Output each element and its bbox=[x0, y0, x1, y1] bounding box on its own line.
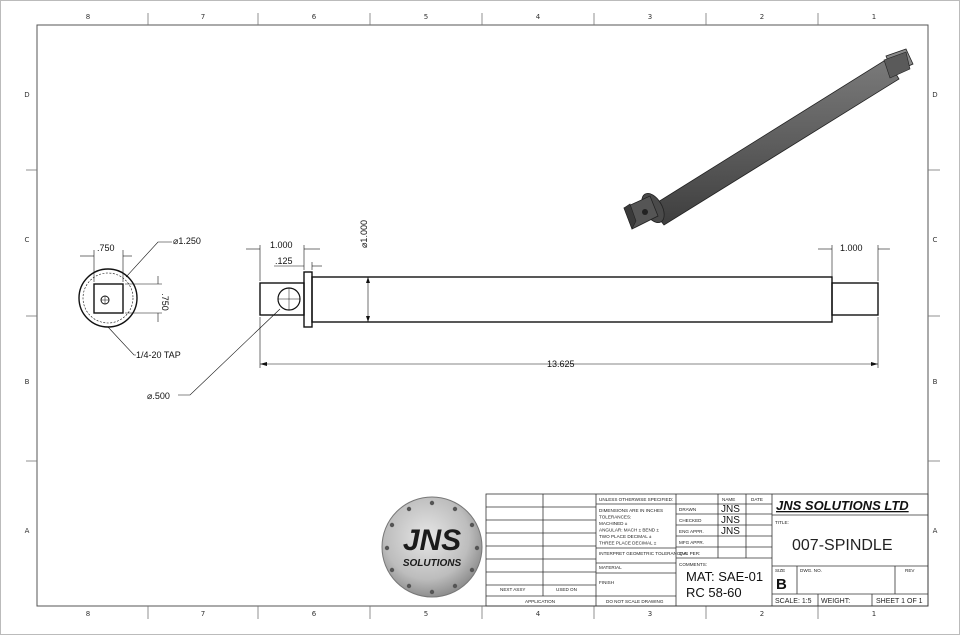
end-view-square bbox=[93, 283, 124, 314]
tb-used-on: USED ON bbox=[556, 587, 577, 592]
tb-weight: WEIGHT: bbox=[821, 598, 850, 605]
zone-labels-left: D C B A bbox=[24, 91, 29, 535]
tb-interpret: INTERPRET GEOMETRIC TOLERANCING PER: bbox=[599, 551, 700, 556]
dim-right-length: 1.000 bbox=[840, 243, 863, 253]
dim-overall-length: 13.625 bbox=[547, 359, 575, 369]
side-shaft bbox=[311, 276, 833, 323]
tb-tolerance-line: ANGULAR: MACH ± BEND ± bbox=[599, 528, 659, 533]
tb-material-label: MATERIAL bbox=[599, 565, 622, 570]
tb-row-role: CHECKED bbox=[679, 518, 702, 523]
zone-col-bottom-4: 4 bbox=[536, 610, 541, 618]
tb-unless-specified: UNLESS OTHERWISE SPECIFIED: bbox=[599, 497, 673, 502]
tb-sheet: SHEET 1 OF 1 bbox=[876, 598, 923, 605]
tb-row-name: JNS bbox=[721, 504, 740, 515]
logo-text-solutions: SOLUTIONS bbox=[403, 558, 462, 569]
title-block bbox=[485, 493, 929, 607]
side-right-square-end bbox=[831, 282, 879, 316]
tb-row-role: COMMENTS: bbox=[679, 562, 707, 567]
zone-col-bottom-6: 6 bbox=[312, 610, 317, 618]
tb-date-header: DATE bbox=[751, 497, 763, 502]
tb-approval-rows: DRAWN JNS CHECKED JNS ENG APPR. JNS MFG APPR. Q… bbox=[679, 504, 740, 567]
zone-col-top-4: 4 bbox=[536, 13, 541, 21]
dim-shaft-diameter: ⌀1.000 bbox=[359, 220, 369, 248]
zone-row-left-A: A bbox=[25, 527, 30, 535]
tb-finish-label: FINISH bbox=[599, 580, 614, 585]
tb-row-role: MFG APPR. bbox=[679, 540, 704, 545]
zone-col-bottom-1: 1 bbox=[872, 610, 876, 618]
zone-col-top-7: 7 bbox=[201, 13, 205, 21]
tb-name-header: NAME bbox=[722, 497, 735, 502]
zone-row-left-B: B bbox=[25, 378, 30, 386]
zone-labels-right: D C B A bbox=[932, 91, 937, 535]
tb-row-role: DRAWN bbox=[679, 507, 696, 512]
tb-title-value: 007-SPINDLE bbox=[792, 537, 893, 554]
zone-row-left-C: C bbox=[25, 236, 30, 244]
tb-rev-label: REV bbox=[905, 568, 915, 573]
zone-ticks bbox=[26, 13, 940, 619]
tb-size-label: SIZE bbox=[775, 568, 785, 573]
dim-end-tap: 1/4-20 TAP bbox=[136, 350, 181, 360]
zone-labels-top: 8 7 6 5 4 3 2 1 bbox=[86, 13, 876, 21]
tb-company: JNS SOLUTIONS LTD bbox=[776, 498, 909, 513]
zone-row-left-D: D bbox=[24, 91, 29, 99]
zone-row-right-D: D bbox=[932, 91, 937, 99]
zone-col-bottom-2: 2 bbox=[760, 610, 764, 618]
dim-end-height: .750 bbox=[160, 293, 170, 311]
zone-row-right-A: A bbox=[933, 527, 938, 535]
tb-tolerance-line: THREE PLACE DECIMAL ± bbox=[599, 541, 657, 546]
zone-col-top-8: 8 bbox=[86, 13, 90, 21]
zone-row-right-C: C bbox=[933, 236, 938, 244]
tb-row-role: Q.A. bbox=[679, 551, 688, 556]
tb-row-name: JNS bbox=[721, 526, 740, 537]
zone-row-right-B: B bbox=[933, 378, 938, 386]
tb-tolerance-lines: DIMENSIONS ARE IN INCHES TOLERANCES:MACHI… bbox=[599, 508, 663, 546]
zone-col-bottom-5: 5 bbox=[424, 610, 428, 618]
end-view-thread-circle bbox=[82, 272, 134, 324]
dim-flange: .125 bbox=[275, 256, 293, 266]
tb-tolerance-line: DIMENSIONS ARE IN INCHES bbox=[599, 508, 663, 513]
zone-col-bottom-3: 3 bbox=[648, 610, 652, 618]
tb-do-not-scale: DO NOT SCALE DRAWING bbox=[606, 599, 664, 604]
dim-hole-diameter: ⌀.500 bbox=[147, 391, 170, 401]
dim-left-length: 1.000 bbox=[270, 240, 293, 250]
tb-hardness-value: RC 58-60 bbox=[686, 585, 742, 600]
tb-next-assy: NEXT ASSY bbox=[500, 587, 525, 592]
side-view bbox=[178, 245, 890, 396]
dim-end-diameter: ⌀1.250 bbox=[173, 236, 201, 246]
zone-col-top-5: 5 bbox=[424, 13, 428, 21]
zone-labels-bottom: 8 7 6 5 4 3 2 1 bbox=[86, 610, 876, 618]
zone-col-top-3: 3 bbox=[648, 13, 652, 21]
tb-tolerance-line: TOLERANCES: bbox=[599, 515, 631, 520]
side-flange bbox=[303, 271, 313, 328]
tb-size-value: B bbox=[776, 576, 787, 593]
company-logo: JNS SOLUTIONS bbox=[381, 496, 483, 598]
tb-row-role: ENG APPR. bbox=[679, 529, 704, 534]
tb-dwg-no-label: DWG. NO. bbox=[800, 568, 822, 573]
zone-col-top-6: 6 bbox=[312, 13, 317, 21]
isometric-view bbox=[623, 48, 914, 230]
tb-tolerance-line: MACHINED ± bbox=[599, 521, 628, 526]
tb-row-name: JNS bbox=[721, 515, 740, 526]
tb-title-label: TITLE: bbox=[775, 520, 789, 525]
zone-col-top-2: 2 bbox=[760, 13, 764, 21]
zone-col-top-1: 1 bbox=[872, 13, 876, 21]
logo-text-jns: JNS bbox=[403, 524, 461, 557]
tb-application: APPLICATION bbox=[525, 599, 555, 604]
tb-scale: SCALE: 1:5 bbox=[775, 598, 812, 605]
tb-tolerance-line: TWO PLACE DECIMAL ± bbox=[599, 534, 652, 539]
end-view bbox=[78, 241, 172, 356]
dim-end-width: .750 bbox=[97, 243, 115, 253]
zone-col-bottom-8: 8 bbox=[86, 610, 90, 618]
sheet-inner-border bbox=[36, 24, 929, 607]
tb-material-value: MAT: SAE-01 bbox=[686, 569, 763, 584]
zone-col-bottom-7: 7 bbox=[201, 610, 205, 618]
